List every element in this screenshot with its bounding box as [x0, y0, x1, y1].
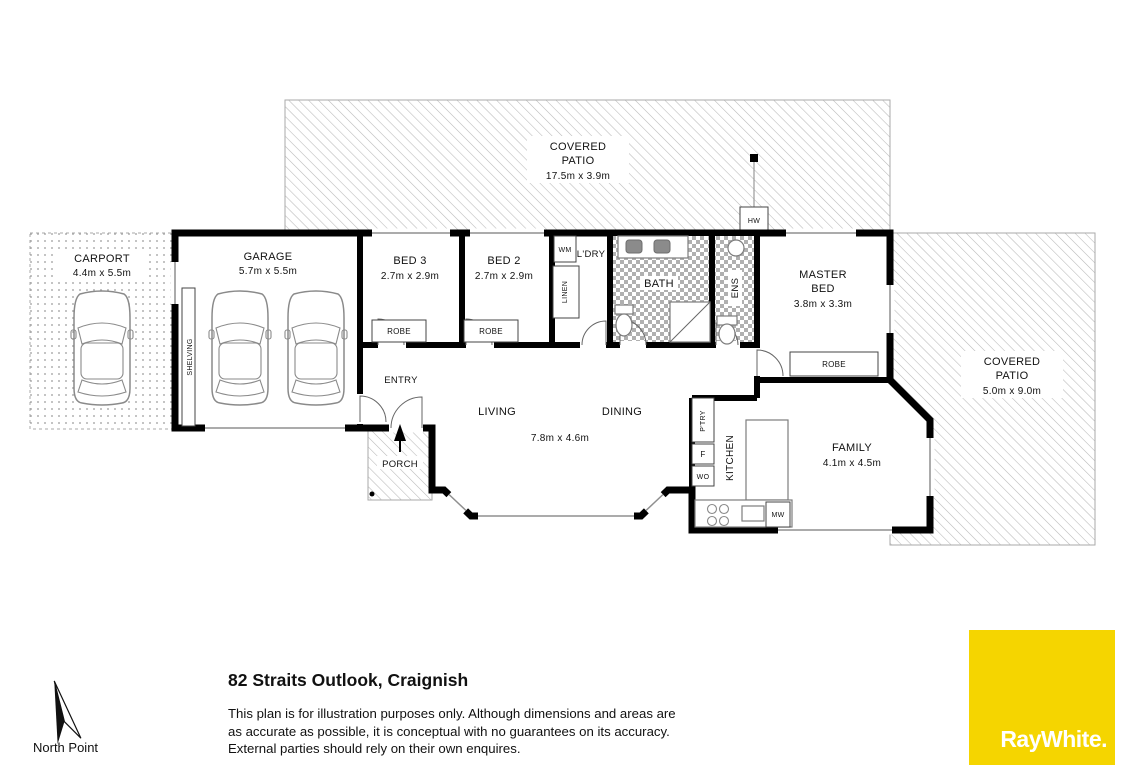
pantry-label: P'TRY — [700, 410, 707, 431]
kitchen: P'TRY F WO KITCHEN MW — [691, 397, 793, 528]
raywhite-logo: RayWhite. — [969, 630, 1115, 765]
car-garage-left — [208, 290, 272, 406]
north-point-label: North Point — [33, 740, 99, 755]
car-garage-right — [284, 290, 348, 406]
bed2-label: BED 2 — [487, 255, 520, 267]
basin-1 — [625, 239, 643, 254]
covered-patio-top: COVERED PATIO 17.5m x 3.9m — [284, 99, 891, 237]
entry: ENTRY PORCH — [369, 375, 423, 497]
dining-label: DINING — [602, 406, 642, 418]
ens-toilet-bowl — [718, 323, 736, 345]
sink — [741, 505, 765, 522]
garage: GARAGE 5.7m x 5.5m SHELVING — [181, 251, 348, 427]
patio-right-label-1: COVERED — [984, 356, 1041, 368]
disclaimer-line-2: as accurate as possible, it is conceptua… — [228, 723, 670, 739]
ens-basin — [727, 239, 745, 257]
hot-water-unit: HW — [739, 154, 769, 234]
basin-2 — [653, 239, 671, 254]
bed2-dims: 2.7m x 2.9m — [475, 271, 533, 282]
wall-oven-label: WO — [697, 474, 710, 481]
linen-label: LINEN — [562, 281, 569, 303]
master-bed: MASTER BED 3.8m x 3.3m ROBE — [789, 269, 879, 377]
bed3-label: BED 3 — [393, 255, 426, 267]
wm-label: WM — [558, 247, 571, 254]
master-dims: 3.8m x 3.3m — [794, 299, 852, 310]
entry-label: ENTRY — [384, 375, 418, 386]
microwave-label: MW — [771, 512, 784, 519]
north-arrow — [53, 680, 82, 745]
bed2-robe-label: ROBE — [479, 327, 503, 336]
garage-dims: 5.7m x 5.5m — [239, 266, 297, 277]
living-dining-dims: 7.8m x 4.6m — [531, 433, 589, 444]
disclaimer-line-3: External parties should rely on their ow… — [228, 741, 521, 756]
patio-right-label-2: PATIO — [996, 370, 1029, 382]
shelving-unit — [181, 287, 196, 427]
ensuite: ENS — [716, 239, 745, 345]
bed3-dims: 2.7m x 2.9m — [381, 271, 439, 282]
entry-arrow — [394, 424, 406, 441]
master-label-2: BED — [811, 283, 835, 295]
carport-dims: 4.4m x 5.5m — [73, 268, 131, 279]
patio-top-dims: 17.5m x 3.9m — [546, 171, 610, 182]
garage-label: GARAGE — [244, 251, 293, 263]
property-address: 82 Straits Outlook, Craignish — [228, 670, 469, 690]
hw-label: HW — [748, 218, 760, 225]
fridge-label: F — [700, 450, 705, 459]
raywhite-wordmark: RayWhite. — [1000, 726, 1107, 752]
windows — [170, 228, 935, 535]
kitchen-label: KITCHEN — [725, 435, 736, 481]
master-label-1: MASTER — [799, 269, 847, 281]
laundry-label: L'DRY — [577, 249, 606, 260]
bath-label: BATH — [644, 278, 674, 290]
cooktop-burner — [718, 515, 730, 527]
ens-label: ENS — [730, 278, 741, 298]
shelving-label: SHELVING — [187, 338, 194, 375]
wall-oven — [691, 465, 715, 487]
cooktop-burner — [706, 515, 718, 527]
bed2: BED 2 2.7m x 2.9m ROBE — [463, 255, 533, 343]
pantry — [691, 397, 715, 443]
family-room: FAMILY 4.1m x 4.5m — [823, 442, 881, 469]
disclaimer-text: This plan is for illustration purposes o… — [228, 705, 676, 758]
bed3: BED 3 2.7m x 2.9m ROBE — [371, 255, 439, 343]
carport: CARPORT 4.4m x 5.5m — [29, 232, 176, 430]
linen-closet — [552, 265, 580, 319]
laundry: WM L'DRY LINEN — [552, 235, 606, 319]
fridge — [691, 443, 715, 465]
disclaimer-line-1: This plan is for illustration purposes o… — [228, 706, 676, 721]
covered-patio-right: COVERED PATIO 5.0m x 9.0m — [889, 232, 1096, 546]
living-dining: LIVING DINING 7.8m x 4.6m — [478, 406, 642, 444]
bathroom: BATH — [614, 235, 711, 343]
bed3-robe-label: ROBE — [387, 327, 411, 336]
family-label: FAMILY — [832, 442, 872, 454]
living-label: LIVING — [478, 406, 516, 418]
master-robe-label: ROBE — [822, 360, 846, 369]
car-carport — [70, 290, 134, 406]
island-bench — [745, 419, 789, 501]
toilet-tank — [614, 304, 634, 315]
master-robe-box — [789, 351, 879, 377]
washing-machine — [553, 235, 577, 263]
family-dims: 4.1m x 4.5m — [823, 458, 881, 469]
patio-top-label-2: PATIO — [562, 155, 595, 167]
bed2-robe-box — [463, 319, 519, 343]
carport-label: CARPORT — [74, 253, 130, 265]
bed3-robe-box — [371, 319, 427, 343]
microwave — [765, 501, 791, 528]
patio-right-dims: 5.0m x 9.0m — [983, 386, 1041, 397]
toilet-bowl — [615, 313, 633, 337]
porch-label: PORCH — [382, 459, 418, 470]
cooktop-burner — [706, 503, 718, 515]
patio-top-label-1: COVERED — [550, 141, 607, 153]
cooktop-burner — [718, 503, 730, 515]
